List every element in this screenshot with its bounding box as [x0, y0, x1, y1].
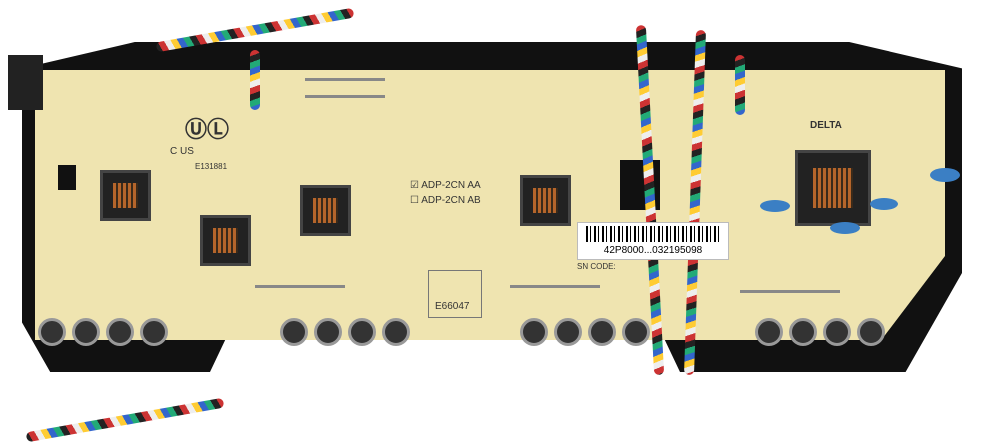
ul-recognized-number: E131881	[195, 162, 228, 171]
terminal	[520, 318, 548, 346]
jumper	[255, 285, 345, 288]
model-aa-label: ADP-2CN AA	[421, 180, 481, 191]
wire-harness	[735, 55, 745, 115]
jumper	[740, 290, 840, 293]
model-option-aa: ☑ ADP-2CN AA	[410, 180, 481, 191]
terminal	[622, 318, 650, 346]
terminal	[857, 318, 885, 346]
transformer-t301	[300, 185, 351, 236]
capacitor	[760, 200, 790, 212]
barcode-label: 42P8000...032195098	[577, 222, 729, 260]
transformer-t302	[520, 175, 571, 226]
sn-code-label: SN CODE:	[577, 262, 616, 271]
terminal	[140, 318, 168, 346]
ul-mark: C US	[170, 146, 194, 157]
terminal	[280, 318, 308, 346]
terminal	[554, 318, 582, 346]
terminal	[72, 318, 100, 346]
terminal	[314, 318, 342, 346]
capacitor	[870, 198, 898, 210]
ul-logo: ⓊⓁ	[185, 117, 230, 142]
barcode-number: 42P8000...032195098	[603, 245, 703, 256]
capacitor	[830, 222, 860, 234]
terminal	[588, 318, 616, 346]
jumper	[305, 78, 385, 81]
capacitor	[930, 168, 960, 182]
terminal	[348, 318, 376, 346]
ul-certification-box: E66047	[428, 270, 482, 318]
circuit-board	[35, 70, 945, 340]
model-ab-label: ADP-2CN AB	[421, 195, 481, 206]
wire-harness	[25, 397, 225, 442]
jumper	[510, 285, 600, 288]
terminal	[38, 318, 66, 346]
wire-harness	[250, 50, 260, 110]
terminal	[789, 318, 817, 346]
barcode	[586, 226, 720, 242]
black-block	[58, 165, 76, 190]
transformer-t101	[100, 170, 151, 221]
terminal	[382, 318, 410, 346]
transformer-t201	[200, 215, 251, 266]
terminal	[755, 318, 783, 346]
brand-label: DELTA	[810, 120, 842, 131]
model-option-ab: ☐ ADP-2CN AB	[410, 195, 481, 206]
jumper	[305, 95, 385, 98]
terminal	[106, 318, 134, 346]
transformer-t501	[795, 150, 871, 226]
terminal	[823, 318, 851, 346]
micro-switch	[8, 55, 43, 110]
ul-file-number: E66047	[435, 301, 470, 312]
